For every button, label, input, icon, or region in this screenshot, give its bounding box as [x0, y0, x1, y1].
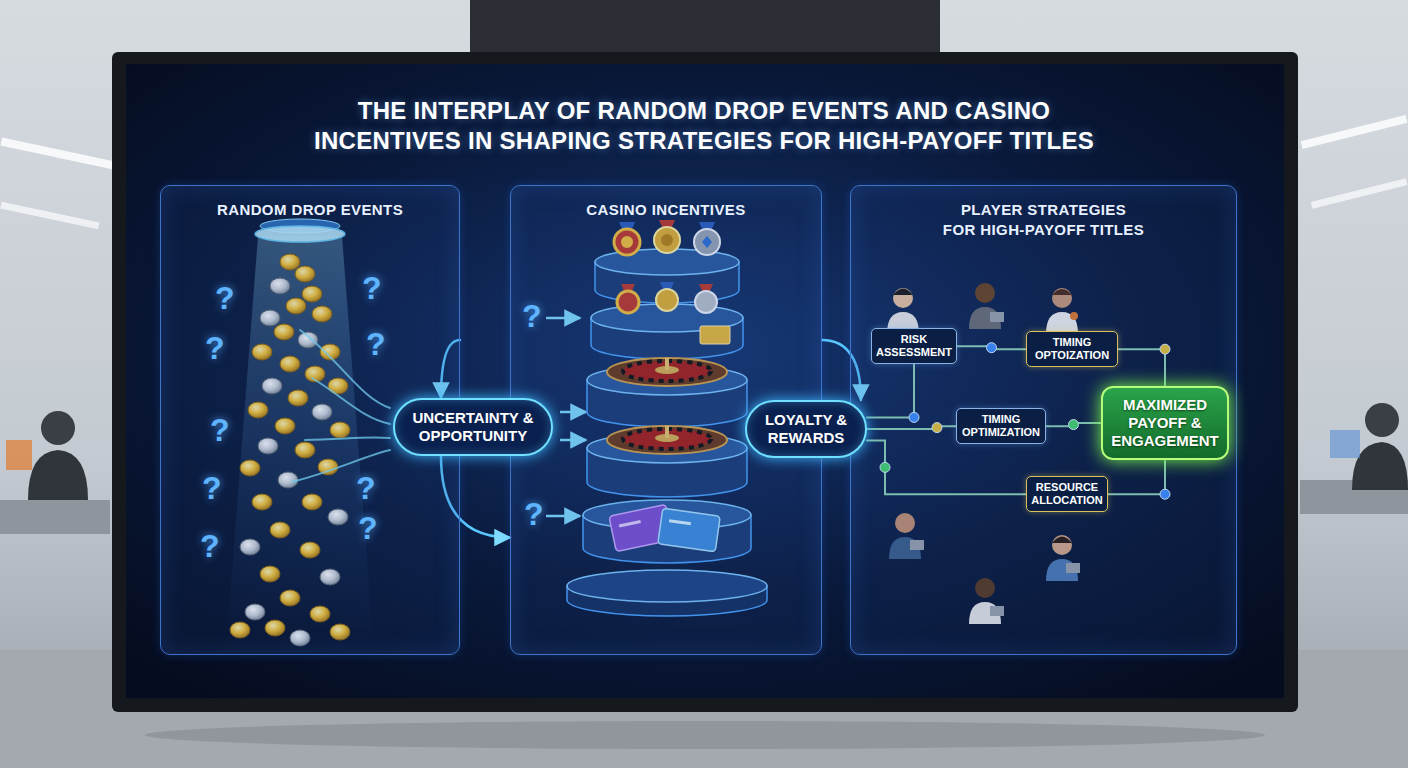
diagram-title: THE INTERPLAY OF RANDOM DROP EVENTS AND …	[224, 96, 1184, 157]
panel-heading: CASINO INCENTIVES	[527, 200, 805, 220]
strategy-box: TIMING OPTOIZATION	[1026, 331, 1118, 367]
node-text: MAXIMIZED PAYOFF & ENGAGEMENT	[1109, 396, 1221, 450]
question-mark: ?	[522, 300, 542, 332]
strategy-box: TIMING OPTIMIZATION	[956, 408, 1046, 444]
node-text: UNCERTAINTY & OPPORTUNITY	[405, 409, 541, 445]
question-mark: ?	[200, 530, 220, 562]
node-text: LOYALTY & REWARDS	[757, 411, 855, 447]
node-text: RISK ASSESSMENT	[876, 333, 952, 359]
panel-heading: RANDOM DROP EVENTS	[177, 200, 443, 220]
strategy-box: RISK ASSESSMENT	[871, 328, 957, 364]
outcome-box: MAXIMIZED PAYOFF & ENGAGEMENT	[1101, 386, 1229, 460]
node-text: TIMING OPTOIZATION	[1031, 336, 1113, 362]
panel-heading: PLAYER STRATEGIES FOR HIGH-PAYOFF TITLES	[899, 200, 1189, 239]
question-mark: ?	[215, 282, 235, 314]
question-mark: ?	[356, 472, 376, 504]
question-mark: ?	[205, 332, 225, 364]
flow-pill: UNCERTAINTY & OPPORTUNITY	[393, 398, 553, 456]
section-panel: PLAYER STRATEGIES FOR HIGH-PAYOFF TITLES…	[850, 185, 1237, 655]
node-text: RESOURCE ALLOCATION	[1031, 481, 1103, 507]
question-mark: ?	[210, 414, 230, 446]
question-mark: ?	[202, 472, 222, 504]
node-text: TIMING OPTIMIZATION	[961, 413, 1041, 439]
question-mark: ?	[524, 498, 544, 530]
strategy-box: RESOURCE ALLOCATION	[1026, 476, 1108, 512]
question-mark: ?	[366, 328, 386, 360]
flow-pill: LOYALTY & REWARDS	[745, 400, 867, 458]
question-mark: ?	[358, 512, 378, 544]
question-mark: ?	[362, 272, 382, 304]
